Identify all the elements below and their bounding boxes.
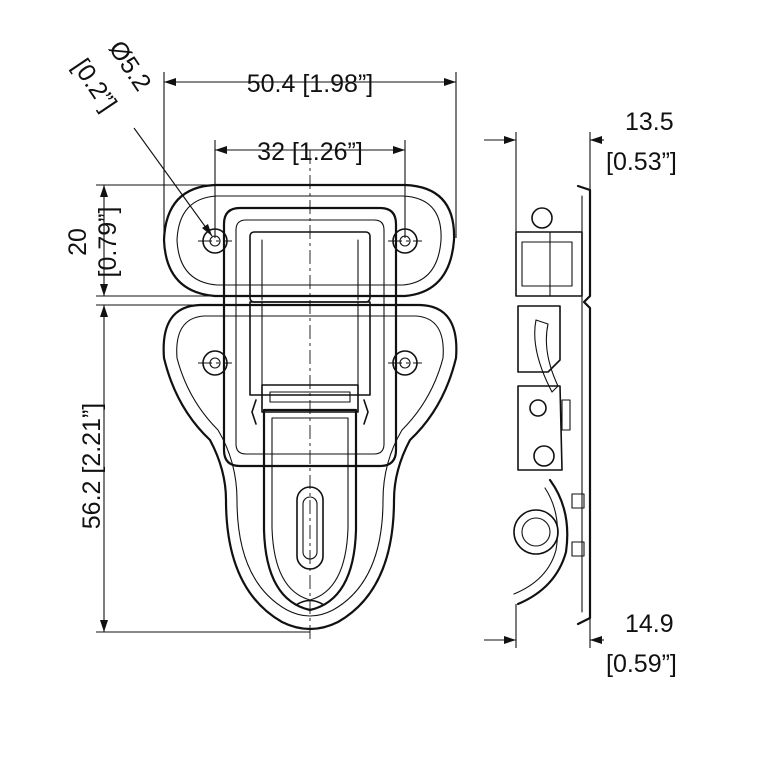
mounting-hole-bottom-left (198, 350, 232, 376)
label-top-depth: 13.5 (625, 108, 674, 136)
side-spring-arm (516, 478, 569, 606)
lever-tongue (262, 408, 358, 612)
padlock-slot (296, 486, 324, 570)
label-top-height-in: [0.79”] (94, 207, 122, 278)
label-bottom-height: 56.2 [2.21”] (78, 403, 106, 529)
lever-hinge (261, 384, 359, 413)
label-hole-spacing: 32 [1.26”] (257, 138, 363, 166)
upper-plate-inner-edge (176, 195, 442, 286)
side-lever-body (517, 385, 563, 471)
catch-hook-block (249, 231, 371, 303)
hinge-pin-right (363, 399, 369, 425)
lever-body (249, 301, 371, 396)
side-rivet (531, 207, 553, 229)
label-top-height: 20 (64, 228, 92, 256)
lower-plate-inner-edge (176, 315, 444, 617)
lower-plate-outline (162, 303, 458, 631)
upper-plate-outline (162, 183, 456, 298)
front-view (162, 150, 458, 640)
label-bottom-depth-in: [0.59”] (606, 650, 677, 678)
label-top-depth-in: [0.53”] (606, 148, 677, 176)
latch-frame-inner (235, 219, 385, 455)
label-width: 50.4 [1.98”] (247, 70, 373, 98)
side-lever-upper (517, 305, 561, 373)
dim-leader-hole-dia (133, 127, 213, 237)
side-base-plate (576, 184, 592, 626)
side-catch-block (515, 231, 583, 297)
hinge-pin-left (251, 399, 257, 425)
side-hinge-loop (513, 509, 559, 555)
latch-frame (222, 206, 398, 468)
bottom-rivet (295, 599, 325, 606)
dimension-labels: 50.4 [1.98”] 32 [1.26”] Ø5.2 [0.2”] 20 [… (64, 36, 677, 678)
mounting-hole-bottom-right (388, 350, 422, 376)
label-bottom-depth: 14.9 (625, 610, 674, 638)
dimensions (96, 72, 604, 648)
side-view (513, 184, 592, 626)
padlock-slot-inner (302, 496, 318, 560)
